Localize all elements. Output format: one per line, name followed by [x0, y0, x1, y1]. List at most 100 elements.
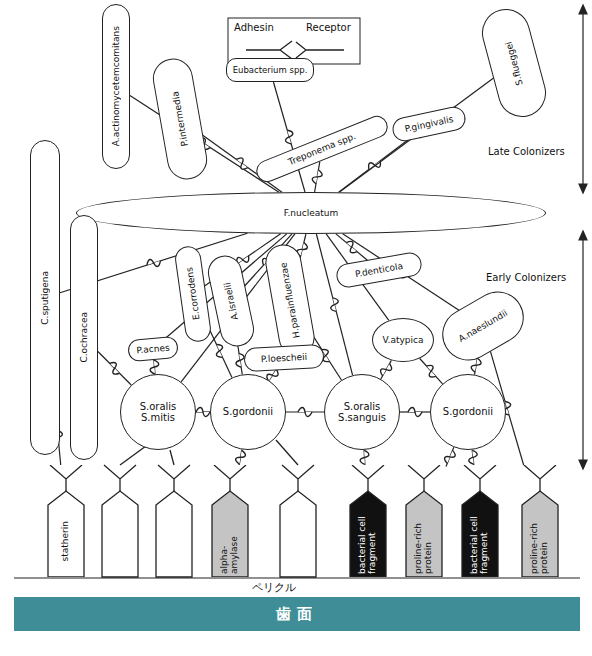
binding-line — [170, 450, 174, 465]
node-text: alpha-amylase — [220, 508, 240, 574]
coaggregation-connector — [420, 359, 443, 384]
receptor-fork — [524, 465, 556, 491]
adhesin-symbol — [246, 41, 292, 59]
adhesin-receptor-symbol — [146, 257, 162, 270]
receptor-text-area: bacterial cell fragment — [462, 507, 498, 575]
node-text: A.naeslundii — [457, 308, 510, 344]
node-text: S.gordonii — [223, 406, 273, 418]
node-text: P.acnes — [136, 343, 170, 356]
pellicle-receptor: bacterial cell fragment — [346, 465, 390, 577]
stage-label: Late Colonizers — [488, 146, 565, 157]
pellicle-receptor: bacterial cell fragment — [458, 465, 502, 577]
bacterium-rod: H.parainfluenzae — [263, 242, 318, 359]
pellicle-receptor: proline-rich protein — [402, 465, 446, 577]
adhesin-receptor-symbol — [443, 449, 457, 465]
binding-line — [276, 440, 298, 465]
receptor-fork — [158, 465, 190, 491]
bacterium-rod: P.denticola — [335, 251, 424, 290]
tooth-surface-band: 歯面 — [14, 597, 580, 631]
coaggregation-connector — [400, 408, 430, 417]
receptor-body — [156, 491, 192, 577]
coaggregation-connector — [360, 450, 370, 465]
bacterium-rod: F.nucleatum — [76, 192, 546, 234]
blank-receptors — [102, 440, 316, 577]
receptor-fork — [282, 465, 314, 491]
coaggregation-connector — [312, 162, 323, 192]
legend-sample — [246, 41, 344, 59]
receptor-symbol — [280, 465, 316, 577]
node-text: S.oralis S.sanguis — [333, 401, 391, 424]
coaggregation-connector — [235, 449, 246, 465]
receptor-body — [212, 491, 248, 577]
adhesin-receptor-symbol — [468, 450, 478, 465]
stage-label: Early Colonizers — [486, 272, 566, 283]
range-line — [582, 236, 583, 464]
node-text: statherin — [61, 521, 71, 561]
bacterium-rod: P.gingivalis — [390, 105, 467, 144]
node-text: proline-rich protein — [414, 508, 434, 574]
pellicle-line — [14, 577, 580, 578]
adhesin-receptor-symbol — [379, 361, 394, 378]
bacterium-rod: S.flueggei — [477, 4, 552, 123]
node-text: S.gordonii — [443, 406, 493, 418]
node-text: P.gingivalis — [404, 114, 455, 134]
arrow-head — [579, 231, 587, 469]
bacterium-rod: E.corrodens — [173, 245, 212, 344]
node-text: Treponema spp. — [287, 131, 357, 167]
adhesin-receptor-symbol — [360, 450, 370, 464]
bacterium-rod: A.naeslundii — [433, 282, 533, 370]
node-text: C.ochracea — [79, 312, 89, 363]
coaggregation-connector — [286, 408, 324, 417]
bacterium-rod: P.acnes — [127, 336, 179, 362]
receptor-fork — [214, 465, 246, 491]
node-text: Eubacterium spp. — [233, 65, 308, 75]
connector-line — [98, 352, 131, 386]
legend-text: Adhesin — [234, 22, 274, 33]
receptor-text-area: alpha-amylase — [212, 507, 248, 575]
adhesin-receptor-symbol — [328, 297, 340, 313]
receptor-fork — [104, 465, 136, 491]
adhesin-receptor-symbol — [149, 360, 159, 375]
binding-line — [120, 446, 146, 465]
receptor-body — [462, 491, 498, 577]
coaggregation-connector — [196, 408, 210, 417]
streptococcus-cell: S.gordonii — [210, 374, 286, 450]
adhesin-receptor-symbol — [106, 360, 122, 376]
adhesin-receptor-symbol — [298, 408, 312, 417]
adhesin-receptor-symbol — [196, 408, 210, 417]
coaggregation-connector — [149, 360, 159, 375]
node-text: C.sputigena — [40, 271, 50, 325]
node-text: 歯面 — [276, 605, 318, 624]
node-text: bacterial cell fragment — [358, 508, 378, 574]
receptor-text-area: statherin — [48, 507, 84, 575]
node-text: proline-rich protein — [530, 508, 550, 574]
receptor-symbol — [296, 42, 344, 58]
adhesin-receptor-symbol — [343, 239, 360, 255]
coaggregation-connector — [379, 360, 394, 379]
receptor-body — [102, 491, 138, 577]
arrow-head — [579, 5, 587, 193]
adhesin-receptor-symbol — [283, 129, 296, 145]
coaggregation-connector — [443, 447, 457, 466]
receptor-body — [406, 491, 442, 577]
receptor-text-area: bacterial cell fragment — [350, 507, 386, 575]
node-text: P.loescheii — [261, 352, 308, 364]
receptor-fork — [408, 465, 440, 491]
receptor-fork — [352, 465, 384, 491]
node-text: bacterial cell fragment — [470, 508, 490, 574]
pellicle-receptor: proline-rich protein — [518, 465, 562, 577]
bacterium-rod: A.actinomycetemcomitans — [102, 4, 130, 169]
adhesin-receptor-symbol — [312, 169, 323, 184]
adhesin-receptor-symbol — [408, 408, 422, 417]
coaggregation-connector — [98, 352, 131, 386]
legend-text: Receptor — [306, 22, 351, 33]
receptor-body — [280, 491, 316, 577]
streptococcus-cell: S.gordonii — [430, 374, 506, 450]
streptococcus-cell: S.oralis S.sanguis — [324, 374, 400, 450]
pellicle-receptor: alpha-amylase — [208, 465, 252, 577]
receptor-body — [350, 491, 386, 577]
bacterium-rod: V.atypica — [372, 318, 434, 362]
node-text: P.intermedia — [170, 91, 190, 148]
receptor-fork — [464, 465, 496, 491]
